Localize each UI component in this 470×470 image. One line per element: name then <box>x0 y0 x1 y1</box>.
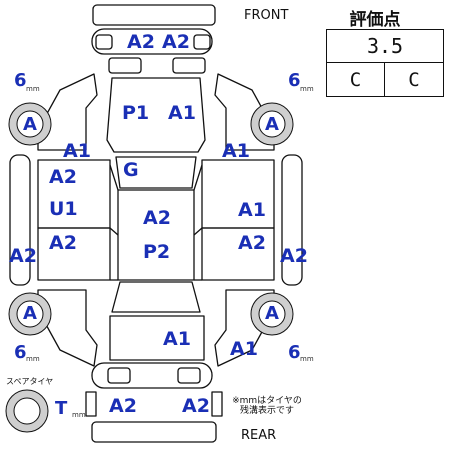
damage-right-front-door: A1 <box>238 199 266 221</box>
damage-right-pillar: A1 <box>222 140 250 162</box>
damage-left-front-door-u1: U1 <box>49 198 78 220</box>
score-box: 3.5 C C <box>326 29 444 97</box>
rear-window-outline <box>111 281 201 313</box>
tire-rear-right-unit: mm <box>300 355 314 363</box>
damage-rear-bumper-left: A2 <box>109 395 137 417</box>
damage-left-side: A2 <box>9 245 37 267</box>
tire-rear-left-depth: 6 <box>14 342 27 363</box>
trunk-outline <box>109 315 205 361</box>
spare-tire-depth: T <box>55 398 68 419</box>
damage-windshield: G <box>123 159 139 181</box>
damage-rear-bumper-right: A2 <box>182 395 210 417</box>
damage-hood-p1: P1 <box>122 102 150 124</box>
front-lamp-right <box>193 34 211 50</box>
damage-front-bumper-left: A2 <box>127 31 155 53</box>
damage-roof-a2: A2 <box>143 207 171 229</box>
tire-rear-right-grade: A <box>265 303 279 324</box>
tread-note-line1: ※mmはタイヤの <box>232 396 302 406</box>
damage-hood-a1: A1 <box>168 102 196 124</box>
tire-rear-right <box>250 292 294 336</box>
tire-front-left-grade: A <box>23 114 37 135</box>
damage-trunk: A1 <box>163 328 191 350</box>
score-exterior: C <box>408 68 420 91</box>
tire-rear-left <box>8 292 52 336</box>
rear-label: REAR <box>241 428 277 443</box>
hood-outline <box>106 77 206 153</box>
tire-front-left-unit: mm <box>26 85 40 93</box>
rear-plate <box>91 421 217 443</box>
tire-front-left-depth: 6 <box>14 70 27 91</box>
damage-left-front-door-a2: A2 <box>49 166 77 188</box>
rear-bumper <box>91 362 213 389</box>
score-title: 評価点 <box>349 10 401 30</box>
left-skirt <box>9 154 31 286</box>
right-rear-door-outline <box>201 227 275 281</box>
tire-front-right-grade: A <box>265 114 279 135</box>
tread-note-line2: 残溝表示です <box>239 406 294 417</box>
right-skirt <box>281 154 303 286</box>
tire-spare <box>5 389 49 433</box>
front-plate <box>92 4 216 26</box>
front-lamp-left <box>95 34 113 50</box>
tread-note: ※mmはタイヤの 残溝表示です <box>225 396 309 417</box>
damage-front-bumper-right: A2 <box>162 31 190 53</box>
rear-lamp-right <box>177 367 201 384</box>
front-grille <box>108 57 142 74</box>
damage-left-rear-door: A2 <box>49 232 77 254</box>
tire-front-right-depth: 6 <box>288 70 301 91</box>
tire-rear-left-grade: A <box>23 303 37 324</box>
left-rear-door-outline <box>37 227 111 281</box>
spare-tire-label: スペアタイヤ <box>6 377 54 386</box>
rear-lamp-center <box>107 367 131 384</box>
windshield-outline <box>115 156 197 189</box>
score-overall: 3.5 <box>327 30 443 63</box>
damage-left-pillar: A1 <box>63 140 91 162</box>
damage-right-side: A2 <box>280 245 308 267</box>
tire-rear-left-unit: mm <box>26 355 40 363</box>
tire-front-right-unit: mm <box>300 85 314 93</box>
score-interior: C <box>327 63 385 96</box>
front-label: FRONT <box>244 8 289 23</box>
roof-outline <box>117 189 195 281</box>
tire-rear-right-depth: 6 <box>288 342 301 363</box>
tire-front-right <box>250 102 294 146</box>
damage-roof-p2: P2 <box>143 241 171 263</box>
front-grille-right <box>172 57 206 74</box>
spare-tire-unit: mm <box>72 411 86 419</box>
damage-right-rear-quarter: A1 <box>230 338 258 360</box>
tire-front-left <box>8 102 52 146</box>
front-bumper <box>91 28 213 55</box>
damage-right-rear-door: A2 <box>238 232 266 254</box>
